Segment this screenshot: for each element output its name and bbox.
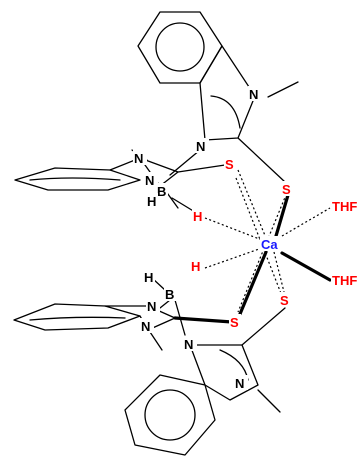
top-benzimidazole [137,11,299,183]
label-b-bottom: B [165,287,174,302]
lower-left-benzimidazole [13,303,234,351]
bottom-s-c-bond [241,307,286,346]
cross-dash-1 [235,177,283,297]
label-thf-top: THF [332,199,357,214]
atom-labels: N N N N B H S S H THF Ca H THF H B N [133,86,359,391]
top-c-s-bond [237,137,286,183]
ca-s-bottom-right-dash [273,251,286,297]
label-s-bottom-left: S [230,315,239,330]
label-s-bottom-right: S [280,293,289,308]
label-n-top-methyl: N [134,151,143,166]
ca-thf-bottom-bold [280,251,332,282]
label-n-bottom-right: N [235,376,244,391]
lower-left-methyl-bond [149,331,163,351]
label-n-bottom-methyl: N [141,319,150,334]
ca-s-top-right-bold [274,193,290,238]
ca-s-top-left-dash [237,169,267,239]
top-imidazole-fusion [199,82,206,141]
upper-left-aromatic-line [29,177,121,181]
label-s-top-right: S [282,182,291,197]
label-ca: Ca [261,237,278,252]
ca-coordination [204,169,332,316]
upper-left-c-s-bond [177,164,226,173]
label-h-top-red: H [193,209,202,224]
label-h-top-b: H [147,194,156,209]
label-h-bottom-b: H [144,270,153,285]
ca-h-bottom-dash [204,247,263,269]
bottom-benzene-ring [124,374,216,456]
lower-left-c-s-bold [173,316,234,324]
bottom-imidazole-ring [189,344,259,401]
upper-left-imidazole [109,157,179,187]
label-n-top-left: N [196,139,205,154]
top-imidazole-ring [199,45,256,141]
ca-thf-top-dash [281,207,331,237]
upper-left-benzene-ring [14,167,141,191]
bottom-b-n-bond [159,299,171,309]
top-imidazole-arc [210,95,241,129]
label-n-top-right: N [249,87,258,102]
lower-left-aromatic-line [29,316,126,321]
label-n-top-b: N [145,173,154,188]
top-borane [164,189,196,213]
cross-dash-2 [237,189,289,313]
bottom-benzimidazole [124,307,286,456]
label-thf-bottom: THF [332,273,357,288]
label-s-top-left: S [225,157,234,172]
bottom-benzene-aromatic-circle [144,389,196,441]
top-benzene-aromatic-circle [155,22,205,72]
ca-s-bottom-left-bold [238,250,268,316]
label-n-bottom-left: N [184,337,193,352]
bottom-n-methyl-bond [257,389,281,413]
top-n-methyl-bond [267,81,299,98]
bottom-imidazole-fusion [189,344,206,386]
ca-h-top-dash [204,217,263,241]
label-h-bottom-red: H [191,259,200,274]
top-b-h-bond [171,197,196,213]
label-b-top: B [157,184,166,199]
label-n-bottom-b: N [147,299,156,314]
